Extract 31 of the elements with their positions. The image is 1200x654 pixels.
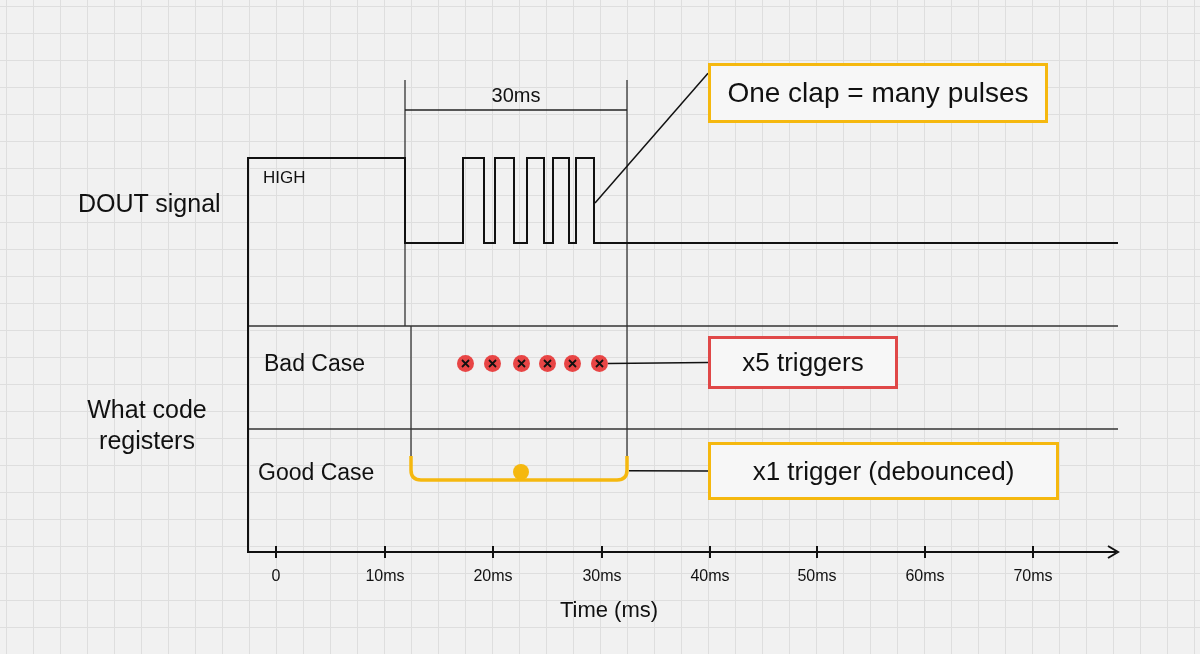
tick-label: 10ms <box>365 566 405 586</box>
tick-label: 70ms <box>1013 566 1053 586</box>
trigger-x-marker <box>457 355 474 372</box>
callout-text: x5 triggers <box>742 347 864 378</box>
tick-label: 40ms <box>690 566 730 586</box>
callout-text: One clap = many pulses <box>727 77 1029 109</box>
callout-box <box>708 63 1048 123</box>
tick-label: 0 <box>271 566 281 586</box>
debounce-bracket <box>409 456 629 483</box>
tick-label: 20ms <box>473 566 513 586</box>
leader-line <box>607 361 709 365</box>
trigger-x-marker <box>513 355 530 372</box>
tick-label: 30ms <box>582 566 622 586</box>
trigger-x-marker <box>591 355 608 372</box>
axis-label: Bad Case <box>264 348 365 378</box>
axis-label: Good Case <box>258 457 375 487</box>
callout-box <box>708 336 898 389</box>
trigger-x-marker <box>484 355 501 372</box>
axis-label: Time (ms) <box>559 596 659 624</box>
leader-line <box>628 470 709 472</box>
axis-label: HIGH <box>263 167 306 189</box>
callout-text: x1 trigger (debounced) <box>752 455 1015 487</box>
dimension-label: 30ms <box>491 82 541 108</box>
axis-label: DOUT signal <box>78 188 221 220</box>
trigger-x-marker <box>539 355 556 372</box>
trigger-x-marker <box>564 355 581 372</box>
axis-label: What code registers <box>86 393 208 456</box>
leader-line <box>594 72 709 204</box>
tick-label: 50ms <box>797 566 837 586</box>
tick-label: 60ms <box>905 566 945 586</box>
callout-box <box>708 442 1059 500</box>
